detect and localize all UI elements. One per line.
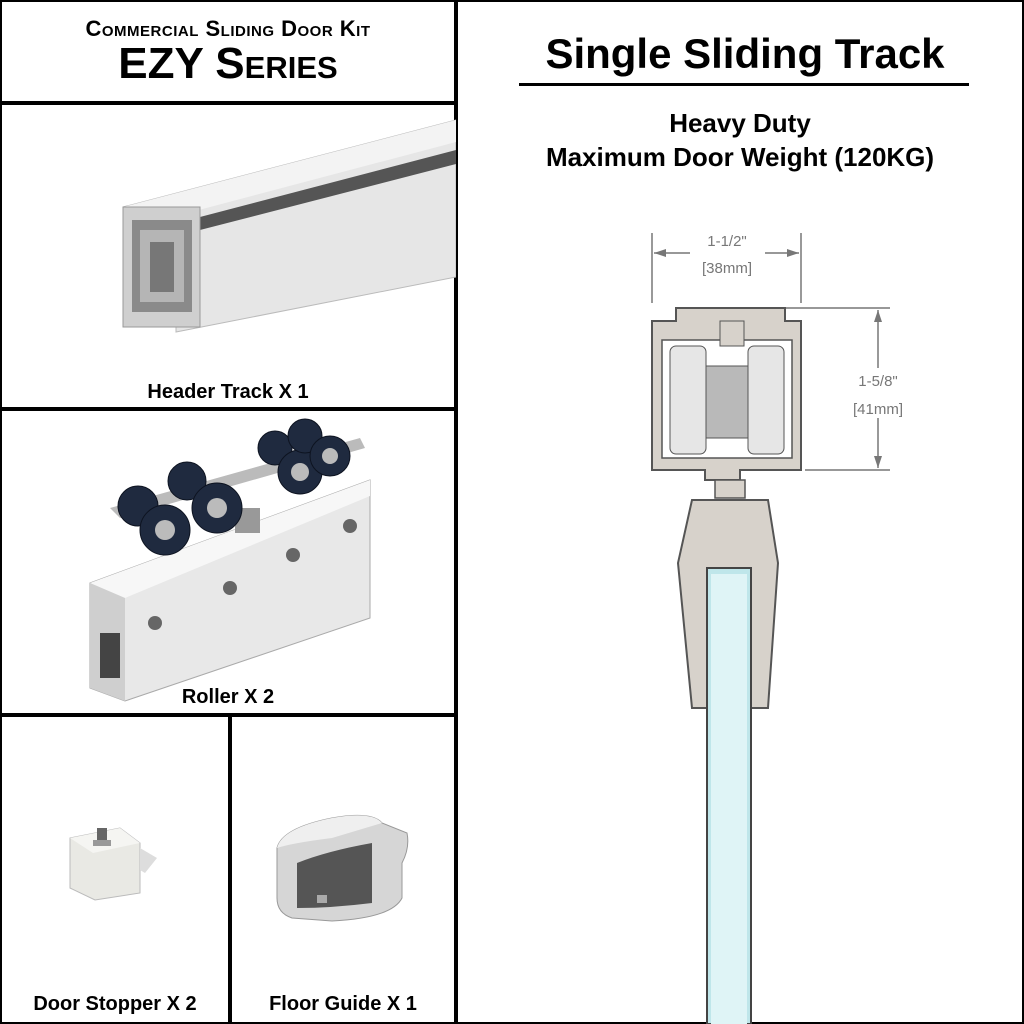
divider-main-vertical bbox=[454, 0, 458, 1024]
floor-guide-image bbox=[276, 814, 409, 922]
divider-title bbox=[0, 101, 456, 105]
header-track-caption: Header Track X 1 bbox=[147, 381, 309, 403]
track-cross-section-diagram: 1-1/2" [38mm] 1-5/8" [41mm] bbox=[651, 233, 903, 1024]
height-inch-label: 1-5/8" bbox=[858, 373, 898, 390]
roller-caption: Roller X 2 bbox=[181, 686, 275, 708]
spec-title: Single Sliding Track bbox=[545, 30, 945, 77]
spec-title-underline bbox=[519, 83, 969, 86]
divider-bottom bbox=[228, 713, 232, 1024]
title-box: Commercial Sliding Door Kit EZY Series bbox=[0, 0, 456, 103]
door-stopper-caption: Door Stopper X 2 bbox=[33, 993, 197, 1015]
kit-title: Commercial Sliding Door Kit bbox=[85, 16, 371, 41]
series-title: EZY Series bbox=[118, 39, 338, 88]
spec-max-weight: Maximum Door Weight (120KG) bbox=[545, 142, 935, 172]
height-mm-label: [41mm] bbox=[853, 401, 903, 418]
door-stopper-image bbox=[69, 827, 157, 901]
divider-track bbox=[0, 407, 456, 411]
header-track-image bbox=[122, 119, 456, 333]
width-inch-label: 1-1/2" bbox=[707, 233, 747, 250]
spec-duty: Heavy Duty bbox=[669, 108, 811, 138]
roller-image bbox=[89, 418, 371, 702]
width-mm-label: [38mm] bbox=[702, 260, 752, 277]
floor-guide-caption: Floor Guide X 1 bbox=[269, 993, 417, 1015]
